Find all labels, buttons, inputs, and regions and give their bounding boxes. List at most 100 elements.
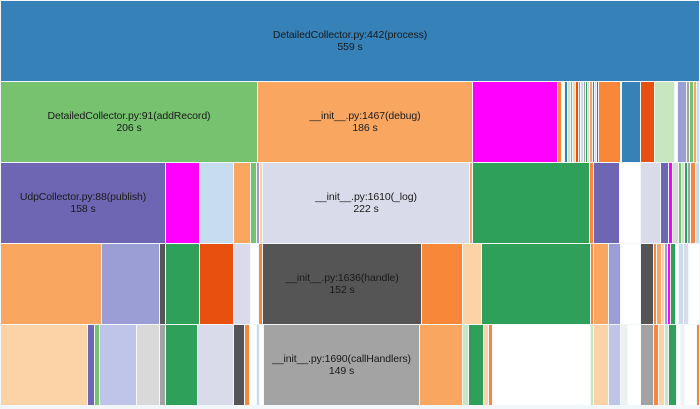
flame-frame-d1-20[interactable] [622, 82, 640, 162]
flame-frame-udpcollector-py-88-publish[interactable]: UdpCollector.py:88(publish)158 s [1, 163, 165, 243]
flame-frame-d4-21[interactable] [594, 325, 608, 405]
flame-frame-d4-18[interactable] [489, 325, 492, 405]
flame-frame-d3-20[interactable] [665, 244, 667, 324]
flame-frame-d4-27[interactable] [659, 325, 664, 405]
flame-frame-d1-28[interactable] [697, 82, 699, 162]
flame-frame-d3-5[interactable] [234, 244, 250, 324]
flame-frame-d4-10[interactable] [250, 325, 256, 405]
flame-frame-d3-11[interactable] [482, 244, 590, 324]
flame-frame-d1-9[interactable] [576, 82, 578, 162]
flame-frame-d1-18[interactable] [597, 82, 598, 162]
flame-frame-d3-7[interactable] [259, 244, 262, 324]
flame-frame-d4-23[interactable] [621, 325, 627, 405]
flame-frame-d4-24[interactable] [628, 325, 641, 405]
flame-frame-d3-23[interactable] [676, 244, 678, 324]
flame-frame-init-py-1636-handle[interactable]: __init__.py:1636(handle)152 s [263, 244, 421, 324]
flame-frame-d2-13[interactable] [641, 163, 660, 243]
flame-frame-d3-26[interactable] [689, 244, 699, 324]
flame-frame-init-py-1690-callhandlers[interactable]: __init__.py:1690(callHandlers)149 s [264, 325, 419, 405]
flame-frame-d4-26[interactable] [654, 325, 658, 405]
flame-frame-d4-33[interactable] [697, 325, 699, 405]
flame-frame-d2-22[interactable] [696, 163, 699, 243]
flame-frame-d4-16[interactable] [469, 325, 483, 405]
flame-frame-d1-21[interactable] [641, 82, 654, 162]
flame-frame-d4-1[interactable] [88, 325, 94, 405]
flame-frame-d1-11[interactable] [581, 82, 583, 162]
flame-frame-d1-25[interactable] [687, 82, 689, 162]
flame-frame-d1-7[interactable] [571, 82, 572, 162]
flame-frame-d3-6[interactable] [251, 244, 258, 324]
flame-frame-d4-11[interactable] [257, 325, 259, 405]
flame-frame-d3-1[interactable] [102, 244, 159, 324]
flame-frame-detailedcollector-py-442-process[interactable]: DetailedCollector.py:442(process)559 s [1, 1, 699, 81]
flame-frame-d1-16[interactable] [593, 82, 594, 162]
flame-frame-d2-14[interactable] [661, 163, 668, 243]
flame-frame-d1-27[interactable] [694, 82, 696, 162]
flame-frame-d4-15[interactable] [463, 325, 468, 405]
flame-frame-d1-26[interactable] [690, 82, 693, 162]
flame-frame-d4-25[interactable] [641, 325, 653, 405]
flame-frame-d2-4[interactable] [251, 163, 256, 243]
flame-frame-d2-2[interactable] [200, 163, 233, 243]
flame-frame-init-py-1610-log[interactable]: __init__.py:1610(_log)222 s [263, 163, 469, 243]
flame-frame-d1-6[interactable] [568, 82, 570, 162]
flame-frame-d2-19[interactable] [685, 163, 687, 243]
flame-frame-d3-9[interactable] [422, 244, 462, 324]
flame-frame-d1-22[interactable] [655, 82, 674, 162]
flame-frame-d1-15[interactable] [590, 82, 592, 162]
flame-frame-d2-10[interactable] [590, 163, 593, 243]
flame-frame-d4-4[interactable] [137, 325, 159, 405]
flame-frame-d4-17[interactable] [484, 325, 488, 405]
flame-frame-d3-13[interactable] [594, 244, 608, 324]
flame-frame-d4-28[interactable] [665, 325, 668, 405]
flame-frame-d4-2[interactable] [95, 325, 99, 405]
flame-frame-d3-10[interactable] [463, 244, 481, 324]
flame-frame-d4-0[interactable] [1, 325, 87, 405]
flame-frame-d1-2[interactable] [473, 82, 557, 162]
flame-frame-d1-8[interactable] [573, 82, 575, 162]
flame-frame-d3-0[interactable] [1, 244, 101, 324]
flame-frame-d3-24[interactable] [679, 244, 683, 324]
flame-frame-d1-4[interactable] [562, 82, 564, 162]
flame-frame-d4-29[interactable] [669, 325, 676, 405]
flame-frame-d1-3[interactable] [558, 82, 561, 162]
flame-frame-d2-5[interactable] [257, 163, 259, 243]
flame-frame-d1-10[interactable] [579, 82, 580, 162]
flame-frame-d3-25[interactable] [684, 244, 688, 324]
flame-frame-d4-7[interactable] [198, 325, 233, 405]
flame-frame-d2-15[interactable] [669, 163, 672, 243]
flame-frame-d4-9[interactable] [245, 325, 249, 405]
flame-frame-d4-31[interactable] [681, 325, 684, 405]
flame-frame-d1-19[interactable] [599, 82, 620, 162]
flame-frame-d3-21[interactable] [668, 244, 670, 324]
flame-frame-d4-30[interactable] [677, 325, 680, 405]
flame-frame-d3-17[interactable] [654, 244, 656, 324]
flame-frame-d3-14[interactable] [609, 244, 620, 324]
flame-frame-d4-32[interactable] [685, 325, 696, 405]
flame-frame-d2-11[interactable] [594, 163, 619, 243]
flame-frame-d3-22[interactable] [671, 244, 675, 324]
flame-frame-detailedcollector-py-91-addrecord[interactable]: DetailedCollector.py:91(addRecord)206 s [1, 82, 257, 162]
flame-frame-d2-12[interactable] [620, 163, 640, 243]
flame-frame-d4-20[interactable] [591, 325, 593, 405]
flame-frame-d3-19[interactable] [662, 244, 664, 324]
flame-frame-init-py-1467-debug[interactable]: __init__.py:1467(debug)186 s [258, 82, 472, 162]
flame-frame-d2-8[interactable] [470, 163, 472, 243]
flame-frame-d2-9[interactable] [473, 163, 589, 243]
flame-frame-d3-3[interactable] [166, 244, 199, 324]
flame-frame-d2-3[interactable] [234, 163, 250, 243]
flame-frame-d4-22[interactable] [609, 325, 620, 405]
flame-frame-d4-14[interactable] [420, 325, 462, 405]
flame-frame-d3-16[interactable] [641, 244, 653, 324]
flame-frame-d1-17[interactable] [595, 82, 596, 162]
flame-frame-d3-2[interactable] [160, 244, 165, 324]
flame-frame-d4-6[interactable] [166, 325, 197, 405]
flame-frame-d1-23[interactable] [675, 82, 677, 162]
flame-frame-d1-5[interactable] [565, 82, 567, 162]
flame-frame-d4-19[interactable] [493, 325, 590, 405]
flame-frame-d1-14[interactable] [588, 82, 589, 162]
flame-frame-d2-20[interactable] [688, 163, 690, 243]
flame-frame-d2-21[interactable] [691, 163, 695, 243]
flame-frame-d2-1[interactable] [166, 163, 199, 243]
